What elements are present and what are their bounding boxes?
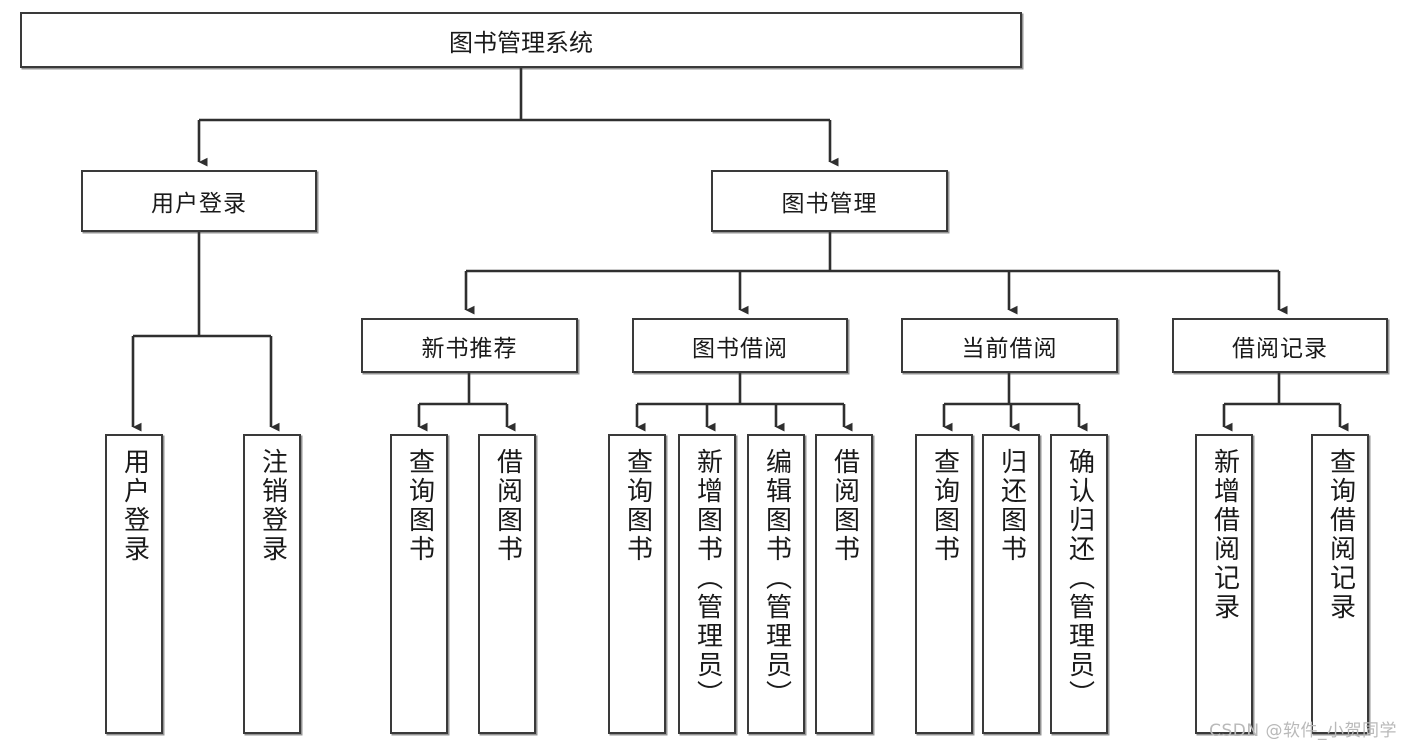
node-new-book-recommend-label: 新书推荐 [421,335,518,362]
leaf-book-borrow-add-book-admin[interactable]: 新增图书（管理员） [678,434,736,734]
leaf-current-borrow-return-book[interactable]: 归还图书 [982,434,1040,734]
leaf-current-borrow-query-book[interactable]: 查询图书 [915,434,973,734]
leaf-borrow-record-query-record[interactable]: 查询借阅记录 [1311,434,1369,734]
leaf-book-borrow-borrow-book[interactable]: 借阅图书 [815,434,873,734]
node-borrow-record-label: 借阅记录 [1232,335,1328,362]
node-book-management[interactable]: 图书管理 [711,170,948,232]
node-current-borrow-label: 当前借阅 [961,335,1058,362]
leaf-label: 借阅图书 [829,448,860,564]
node-book-management-label: 图书管理 [781,191,878,217]
leaf-label: 查询图书 [404,448,435,564]
node-book-borrow[interactable]: 图书借阅 [632,318,848,373]
leaf-label: 编辑图书（管理员） [761,448,792,709]
leaf-new-book-query-book[interactable]: 查询图书 [390,434,448,734]
node-user-login[interactable]: 用户登录 [81,170,317,232]
leaf-label: 确认归还（管理员） [1064,448,1095,709]
csdn-watermark: CSDN @软件_小贺同学 [1209,721,1397,741]
leaf-label: 新增借阅记录 [1209,448,1240,622]
leaf-label: 注销登录 [257,448,288,564]
node-borrow-record[interactable]: 借阅记录 [1172,318,1388,373]
leaf-label: 新增图书（管理员） [692,448,723,709]
leaf-current-borrow-confirm-return-admin[interactable]: 确认归还（管理员） [1050,434,1108,734]
leaf-label: 归还图书 [996,448,1027,564]
node-current-borrow[interactable]: 当前借阅 [901,318,1118,373]
leaf-label: 查询借阅记录 [1325,448,1356,622]
leaf-label: 查询图书 [929,448,960,564]
leaf-book-borrow-edit-book-admin[interactable]: 编辑图书（管理员） [747,434,805,734]
node-user-login-label: 用户登录 [151,191,247,217]
leaf-user-login-login[interactable]: 用户登录 [105,434,163,734]
leaf-borrow-record-add-record[interactable]: 新增借阅记录 [1195,434,1253,734]
node-root-system[interactable]: 图书管理系统 [20,12,1022,68]
leaf-label: 用户登录 [119,448,150,564]
node-book-borrow-label: 图书借阅 [692,335,788,362]
leaf-book-borrow-query-book[interactable]: 查询图书 [608,434,666,734]
leaf-user-login-logout[interactable]: 注销登录 [243,434,301,734]
leaf-label: 查询图书 [622,448,653,564]
node-new-book-recommend[interactable]: 新书推荐 [361,318,578,373]
leaf-label: 借阅图书 [492,448,523,564]
node-root-label: 图书管理系统 [449,28,593,57]
leaf-new-book-borrow-book[interactable]: 借阅图书 [478,434,536,734]
